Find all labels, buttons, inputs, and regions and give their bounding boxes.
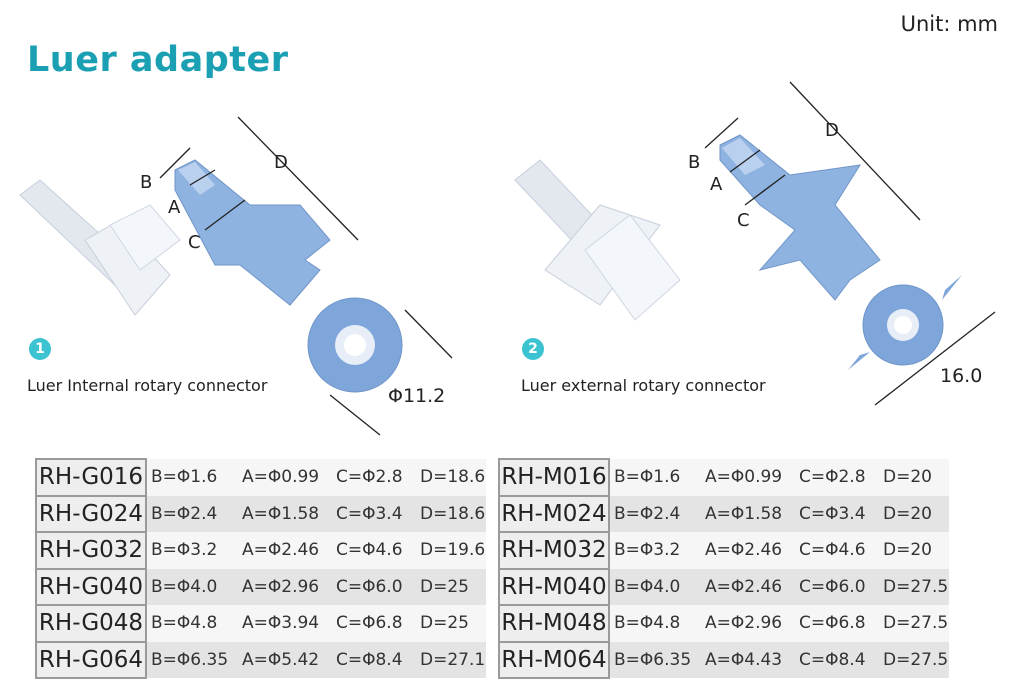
dim-a-value: A=Φ1.58 (238, 495, 332, 532)
part-code: RH-G024 (35, 494, 147, 533)
dim-c-value: C=Φ4.6 (332, 532, 416, 569)
dim-c-value: C=Φ8.4 (795, 641, 879, 678)
external-connector-photo (514, 159, 681, 321)
dim-d-value: D=27.5 (879, 605, 949, 642)
dim-b-value: B=Φ4.8 (146, 605, 238, 642)
dim-a-label: A (168, 197, 181, 218)
dim-c-value: C=Φ6.8 (795, 605, 879, 642)
dim-diameter-label: Φ11.2 (388, 385, 445, 407)
dim-c-value: C=Φ6.0 (332, 568, 416, 605)
dim-c-label-2: C (737, 210, 750, 231)
part-code: RH-M040 (498, 567, 610, 606)
part-code: RH-M024 (498, 494, 610, 533)
dim-a-value: A=Φ3.94 (238, 605, 332, 642)
dim-b-value: B=Φ1.6 (609, 459, 701, 496)
dim-d-value: D=25 (416, 605, 486, 642)
dim-a-value: A=Φ1.58 (701, 495, 795, 532)
dim-a-value: A=Φ2.46 (701, 532, 795, 569)
dim-b-value: B=Φ3.2 (146, 532, 238, 569)
dim-c-value: C=Φ8.4 (332, 641, 416, 678)
dim-d-value: D=20 (879, 459, 949, 496)
dim-c-value: C=Φ4.6 (795, 532, 879, 569)
dim-b-value: B=Φ3.2 (609, 532, 701, 569)
product-number-badge: 1 (29, 338, 51, 360)
dim-b-value: B=Φ4.0 (609, 568, 701, 605)
dim-a-value: A=Φ0.99 (701, 459, 795, 496)
dim-width-label: 16.0 (940, 365, 982, 387)
external-connector-diagram (704, 81, 996, 406)
dim-b-value: B=Φ6.35 (609, 641, 701, 678)
dim-b-value: B=Φ4.0 (146, 568, 238, 605)
part-code: RH-M064 (498, 640, 610, 679)
part-code: RH-G040 (35, 567, 147, 606)
dim-a-value: A=Φ2.96 (238, 568, 332, 605)
dim-d-value: D=18.6 (416, 459, 486, 496)
dim-d-value: D=27.5 (879, 641, 949, 678)
dim-b-value: B=Φ4.8 (609, 605, 701, 642)
dim-b-label: B (140, 172, 152, 193)
dim-d-value: D=20 (879, 495, 949, 532)
dim-c-value: C=Φ3.4 (795, 495, 879, 532)
dim-c-value: C=Φ2.8 (795, 459, 879, 496)
part-code: RH-M048 (498, 604, 610, 643)
dim-c-value: C=Φ6.0 (795, 568, 879, 605)
dim-b-label-2: B (688, 152, 700, 173)
dim-a-value: A=Φ0.99 (238, 459, 332, 496)
dim-c-value: C=Φ2.8 (332, 459, 416, 496)
dim-a-value: A=Φ2.46 (701, 568, 795, 605)
internal-connector-diagram (159, 116, 453, 436)
dim-a-value: A=Φ4.43 (701, 641, 795, 678)
dim-d-value: D=27.1 (416, 641, 486, 678)
product-illustrations: B A C D Φ11.2 B A C D 16.0 (19, 81, 996, 436)
dim-d-value: D=19.6 (416, 532, 486, 569)
dim-d-value: D=27.5 (879, 568, 949, 605)
part-code: RH-G048 (35, 604, 147, 643)
dim-a-label-2: A (710, 174, 723, 195)
internal-connector-photo (19, 179, 181, 316)
dim-d-value: D=25 (416, 568, 486, 605)
unit-label: Unit: mm (900, 12, 998, 36)
part-code: RH-M032 (498, 531, 610, 570)
page-title: Luer adapter (27, 40, 289, 80)
dim-c-value: C=Φ3.4 (332, 495, 416, 532)
dim-c-value: C=Φ6.8 (332, 605, 416, 642)
part-code: RH-M016 (498, 458, 610, 497)
product-number-badge: 2 (522, 338, 544, 360)
dim-b-value: B=Φ1.6 (146, 459, 238, 496)
dim-d-value: D=18.6 (416, 495, 486, 532)
dim-d-value: D=20 (879, 532, 949, 569)
part-code: RH-G064 (35, 640, 147, 679)
dim-a-value: A=Φ5.42 (238, 641, 332, 678)
dim-b-value: B=Φ2.4 (146, 495, 238, 532)
dim-d-label: D (274, 152, 288, 173)
product-caption: Luer external rotary connector (521, 376, 766, 395)
dim-a-value: A=Φ2.96 (701, 605, 795, 642)
dim-d-label-2: D (825, 120, 839, 141)
dim-a-value: A=Φ2.46 (238, 532, 332, 569)
part-code: RH-G032 (35, 531, 147, 570)
dim-b-value: B=Φ2.4 (609, 495, 701, 532)
dim-c-label: C (188, 232, 201, 253)
product-caption: Luer Internal rotary connector (27, 376, 268, 395)
part-code: RH-G016 (35, 458, 147, 497)
dim-b-value: B=Φ6.35 (146, 641, 238, 678)
